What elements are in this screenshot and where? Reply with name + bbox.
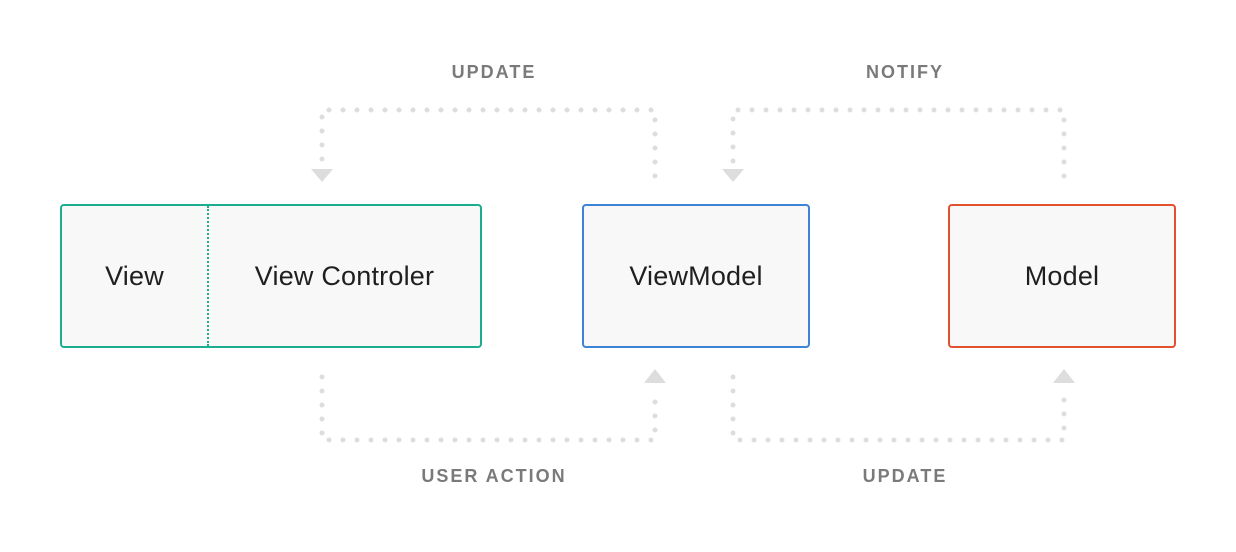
view-divider	[207, 206, 209, 346]
flow-label-update-bottom: UPDATE	[862, 466, 948, 486]
notify-connector	[730, 107, 1067, 179]
flow-label-update-top: UPDATE	[451, 62, 537, 82]
viewmodel-label: ViewModel	[629, 260, 763, 291]
user-action-connector	[319, 374, 658, 443]
model-box: Model	[948, 204, 1176, 348]
flow-label-user-action: USER ACTION	[421, 466, 567, 486]
model-label: Model	[1024, 260, 1100, 291]
notify-arrowhead	[722, 169, 744, 182]
update-arrowhead-bottom	[1053, 369, 1075, 383]
view-label: View	[105, 260, 164, 291]
update-arrowhead-top	[311, 169, 333, 182]
flow-label-notify: NOTIFY	[866, 62, 944, 82]
viewmodel-box: ViewModel	[582, 204, 810, 348]
view-controller-label: View Controler	[254, 260, 435, 291]
view-controller-box: View View Controler	[60, 204, 482, 348]
user-action-arrowhead	[644, 369, 666, 383]
update-connector-bottom	[730, 374, 1067, 443]
update-connector-top	[319, 107, 658, 179]
